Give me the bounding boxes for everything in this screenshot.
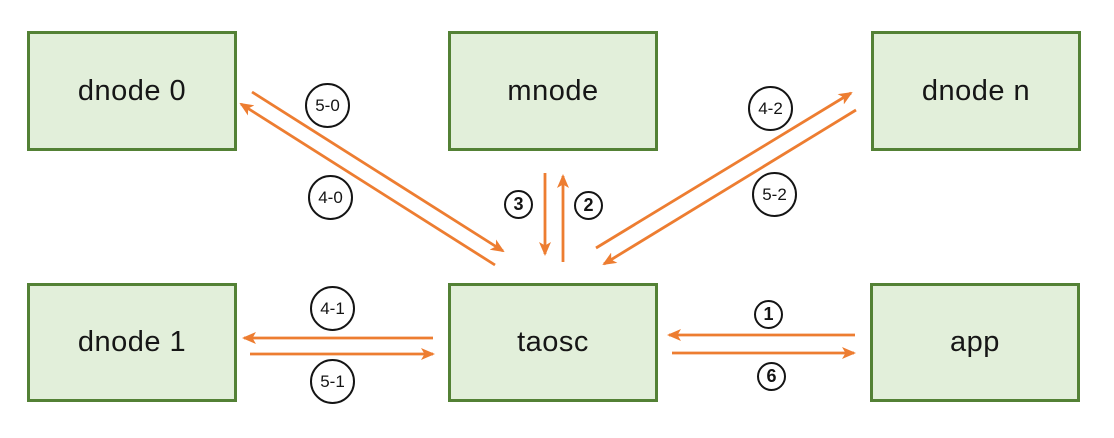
edge-label-5-0: 5-0 xyxy=(305,83,350,128)
node-app-label: app xyxy=(950,326,1000,358)
node-dnode0: dnode 0 xyxy=(27,31,237,151)
edge-label-6: 6 xyxy=(757,362,786,391)
node-dnode0-label: dnode 0 xyxy=(77,74,187,107)
edge-label-5-1: 5-1 xyxy=(310,359,355,404)
edge-label-1: 1 xyxy=(754,300,783,329)
node-dnode1: dnode 1 xyxy=(27,283,237,402)
edge-label-4-0: 4-0 xyxy=(308,175,353,220)
node-taosc: taosc xyxy=(448,283,658,402)
node-app: app xyxy=(870,283,1080,402)
node-dnoden: dnode n xyxy=(871,31,1081,151)
edge-label-2: 2 xyxy=(574,191,603,220)
node-mnode-label: mnode xyxy=(507,74,599,107)
edge-label-3: 3 xyxy=(504,190,533,219)
edge-label-4-1: 4-1 xyxy=(310,286,355,331)
node-dnode1-label: dnode 1 xyxy=(77,326,187,358)
node-dnoden-label: dnode n xyxy=(921,74,1031,107)
node-taosc-label: taosc xyxy=(517,326,589,358)
edge-label-4-2: 4-2 xyxy=(748,86,793,131)
edge-label-5-2: 5-2 xyxy=(752,172,797,217)
node-mnode: mnode xyxy=(448,31,658,151)
